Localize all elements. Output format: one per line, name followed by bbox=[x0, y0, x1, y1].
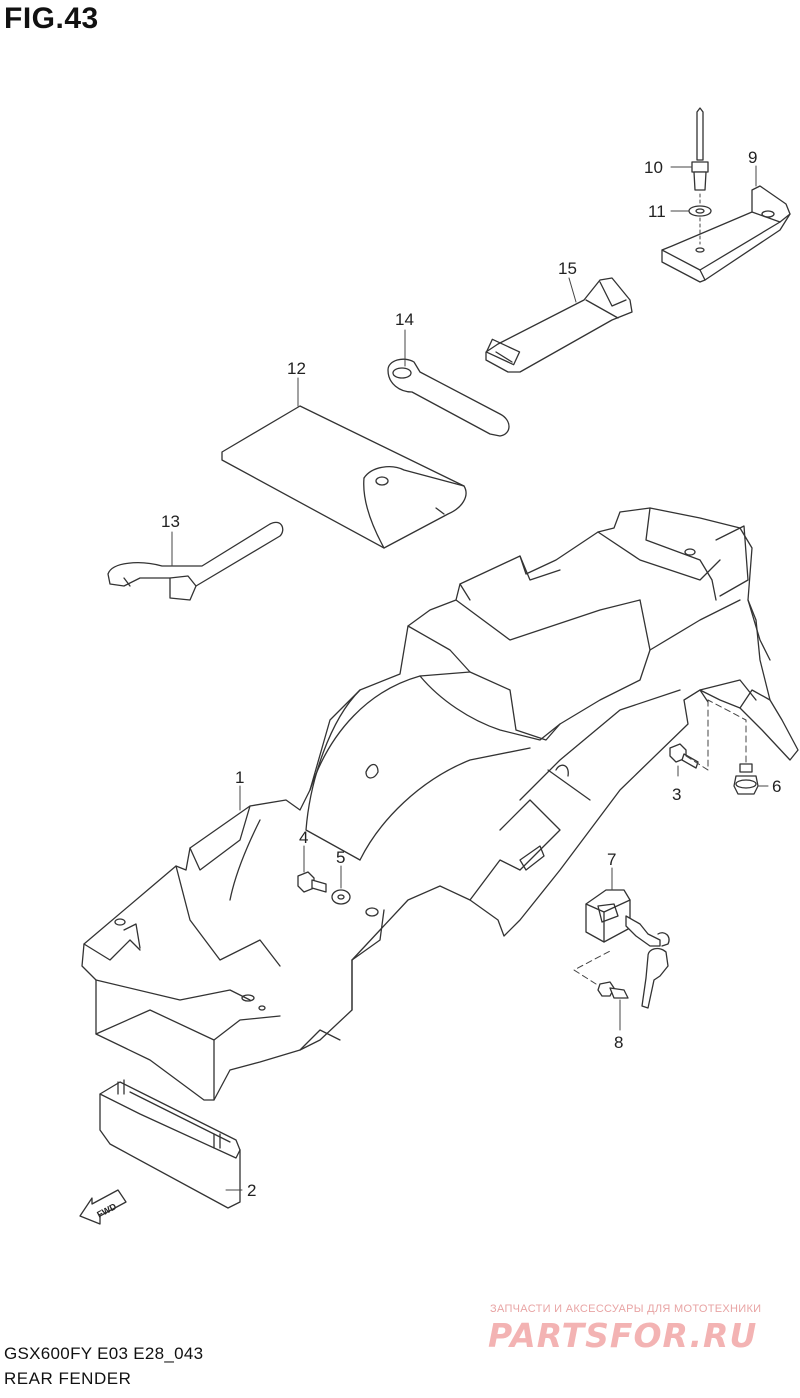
part-2-mud-flap bbox=[99, 1079, 241, 1209]
callout-14: 14 bbox=[395, 310, 414, 329]
callout-8: 8 bbox=[614, 1033, 623, 1052]
part-4-bolt bbox=[297, 871, 327, 893]
callout-labels: 1 2 3 4 5 6 7 8 9 10 11 12 13 14 15 bbox=[161, 148, 781, 1200]
callout-12: 12 bbox=[287, 359, 306, 378]
callout-3: 3 bbox=[672, 785, 681, 804]
part-11-washer bbox=[688, 205, 712, 217]
callout-2: 2 bbox=[247, 1181, 256, 1200]
callout-11: 11 bbox=[648, 202, 666, 221]
part-13-spanner bbox=[107, 521, 284, 601]
leader-lines bbox=[171, 165, 769, 1191]
callout-5: 5 bbox=[336, 848, 345, 867]
part-9-bracket bbox=[661, 185, 791, 283]
callout-13: 13 bbox=[161, 512, 180, 531]
part-3-bolt bbox=[669, 743, 699, 769]
part-5-nut bbox=[331, 889, 351, 905]
part-14-wrench bbox=[387, 358, 510, 437]
callout-7: 7 bbox=[607, 850, 616, 869]
part-6-screw bbox=[733, 763, 759, 795]
callout-10: 10 bbox=[644, 158, 663, 177]
watermark-logo: PARTSFOR.RU bbox=[488, 1316, 758, 1355]
callout-4: 4 bbox=[299, 828, 308, 847]
watermark-tagline: ЗАПЧАСТИ И АКСЕССУАРЫ ДЛЯ МОТОТЕХНИКИ bbox=[490, 1303, 762, 1315]
part-12-tool-bag bbox=[221, 405, 467, 549]
callout-1: 1 bbox=[235, 768, 244, 787]
figure-title: FIG.43 bbox=[4, 2, 99, 35]
part-15-strap bbox=[485, 277, 633, 373]
callout-15: 15 bbox=[558, 259, 577, 278]
part-7-seat-lock bbox=[585, 889, 670, 1009]
part-10-rivet-pin bbox=[691, 107, 709, 191]
part-1-rear-fender bbox=[81, 507, 799, 1101]
model-code: GSX600FY E03 E28_043 bbox=[4, 1344, 204, 1363]
callout-9: 9 bbox=[748, 148, 757, 167]
callout-6: 6 bbox=[772, 777, 781, 796]
part-8-screw bbox=[597, 981, 629, 999]
fwd-direction-arrow: FWD bbox=[79, 1189, 127, 1225]
section-name: REAR FENDER bbox=[4, 1369, 132, 1388]
